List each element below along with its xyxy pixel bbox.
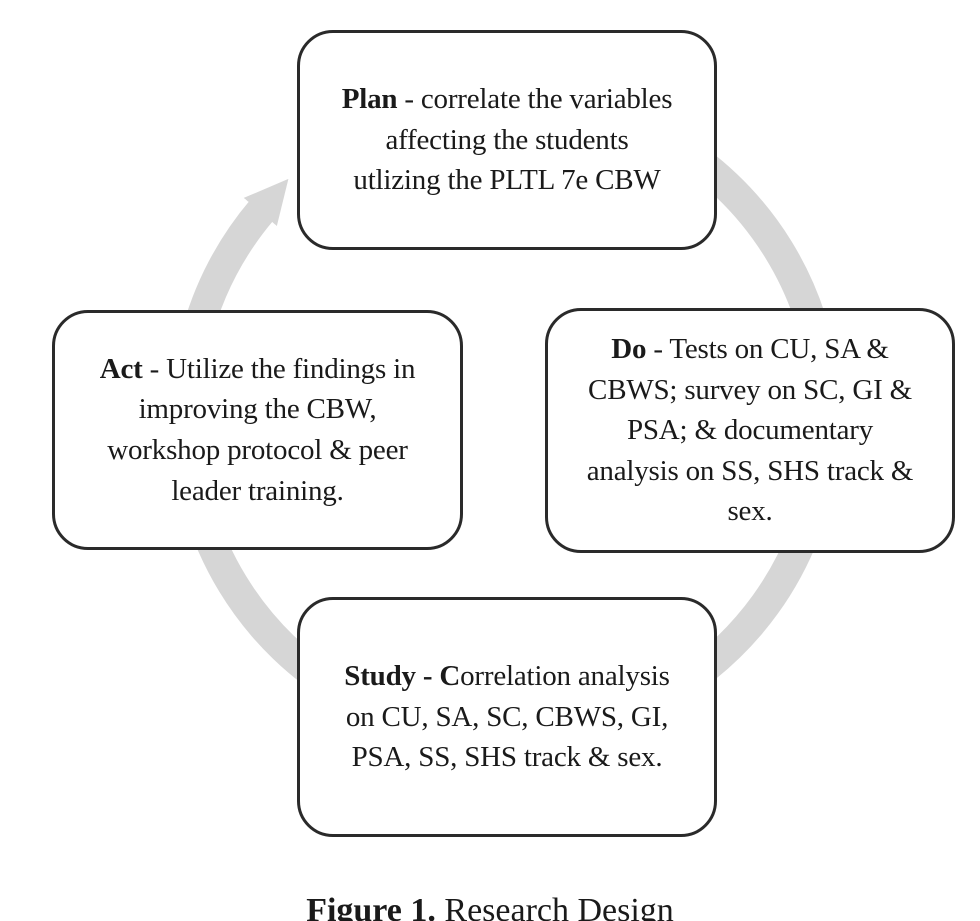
act-body: - Utilize the findings in improving the … bbox=[107, 352, 416, 507]
do-body: - Tests on CU, SA & CBWS; survey on SC, … bbox=[586, 333, 914, 528]
do-title: Do bbox=[611, 333, 647, 366]
plan-title: Plan bbox=[341, 83, 398, 116]
caption-label: Figure 1. bbox=[306, 892, 436, 921]
act-title: Act bbox=[99, 352, 143, 385]
plan-text: Plan - correlate the variables affecting… bbox=[330, 79, 685, 201]
figure-caption: Figure 1. Research Design bbox=[0, 891, 980, 921]
do-text: Do - Tests on CU, SA & CBWS; survey on S… bbox=[575, 329, 926, 532]
do-box: Do - Tests on CU, SA & CBWS; survey on S… bbox=[545, 308, 955, 553]
act-box: Act - Utilize the findings in improving … bbox=[52, 310, 463, 550]
plan-box: Plan - correlate the variables affecting… bbox=[297, 30, 717, 250]
study-body: orrelation analysis on CU, SA, SC, CBWS,… bbox=[345, 660, 670, 774]
caption-text: Research Design bbox=[435, 892, 674, 921]
study-title: Study - C bbox=[344, 660, 461, 693]
act-text: Act - Utilize the findings in improving … bbox=[88, 349, 428, 511]
plan-body: - correlate the variables affecting the … bbox=[353, 83, 673, 197]
study-text: Study - Correlation analysis on CU, SA, … bbox=[332, 656, 681, 778]
study-box: Study - Correlation analysis on CU, SA, … bbox=[297, 597, 717, 837]
